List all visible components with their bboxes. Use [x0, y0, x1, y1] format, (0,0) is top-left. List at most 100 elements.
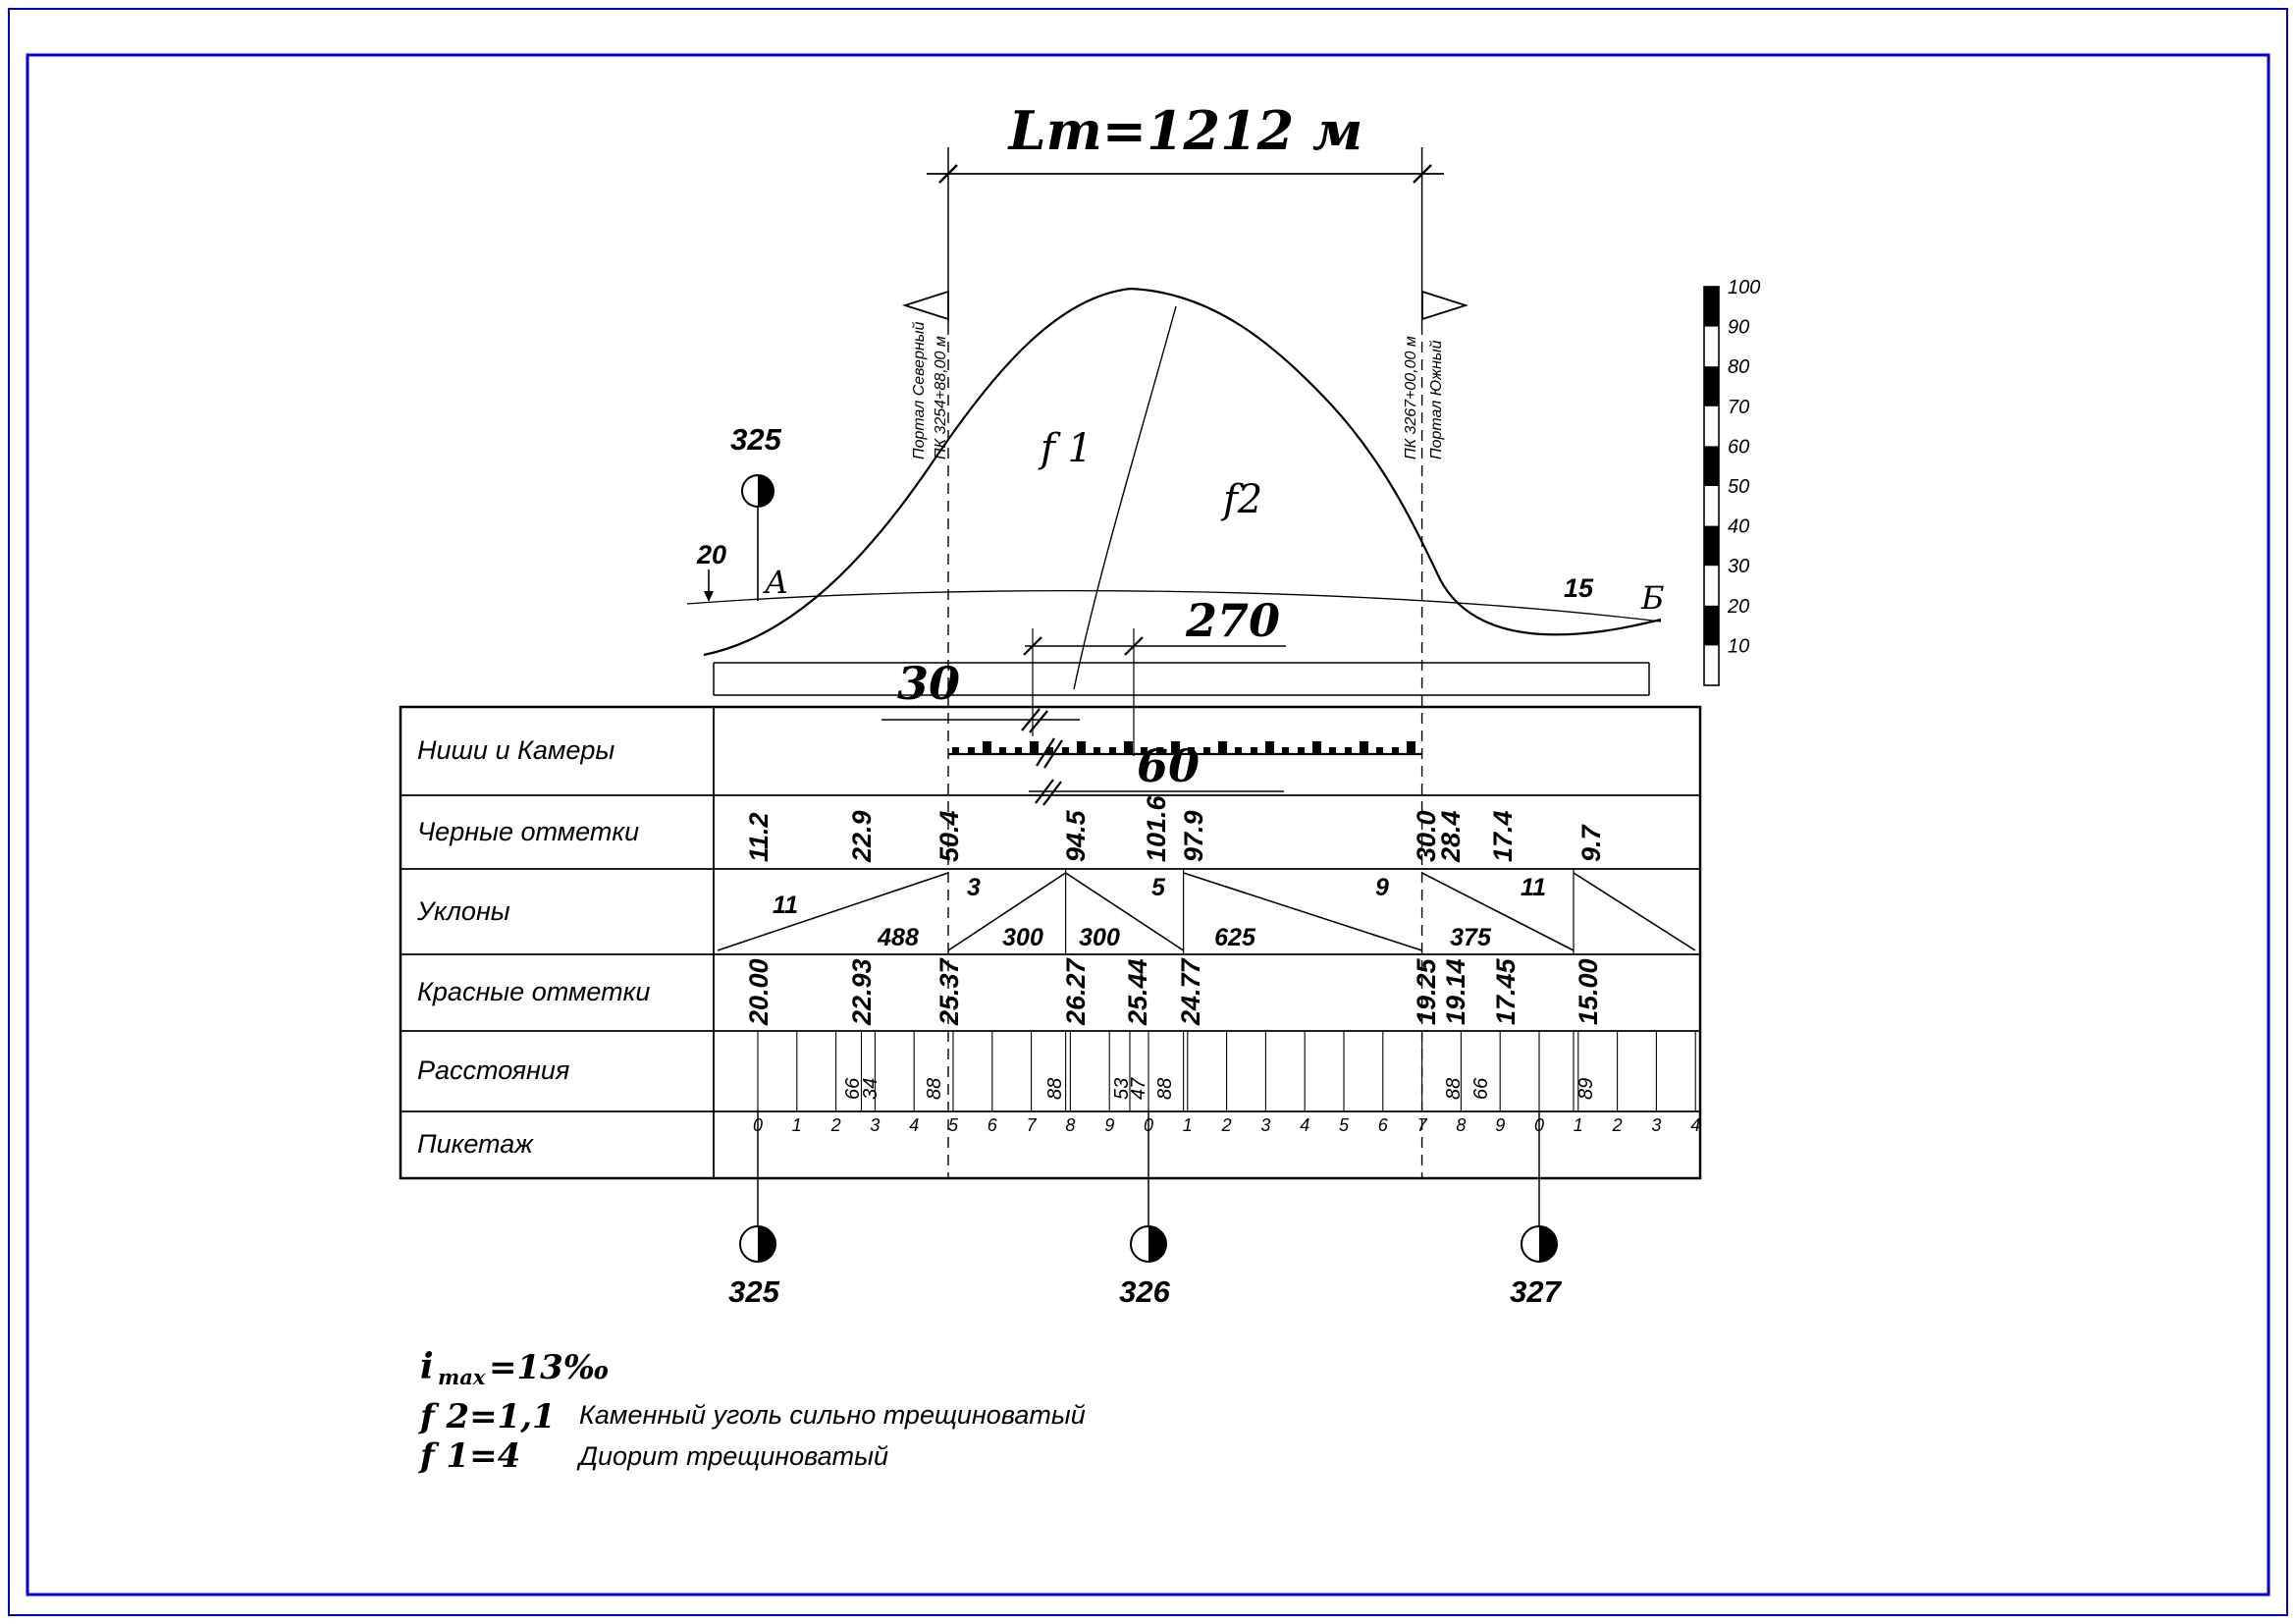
distance-value: 88	[924, 1078, 945, 1100]
gradient-length: 300	[1079, 924, 1120, 951]
dim-270-label: 270	[1185, 594, 1280, 647]
picket-number: 1	[1183, 1115, 1193, 1135]
black-mark-value: 22.9	[847, 810, 877, 863]
black-mark-value: 17.4	[1488, 810, 1518, 862]
red-mark-value: 25.44	[1123, 958, 1152, 1026]
portal-south-flag-icon	[1421, 290, 1468, 321]
gradient-grade: 5	[1151, 874, 1166, 901]
black-mark-value: 11.2	[744, 812, 774, 862]
picket-number: 0	[1534, 1115, 1544, 1135]
km-post-stems	[757, 1111, 1540, 1225]
gradient-length: 300	[1002, 924, 1043, 951]
km-post-label: 325	[728, 1274, 779, 1309]
red-marks: 20.00 22.93 25.37 26.27 25.44 24.77 19.2…	[744, 956, 1603, 1026]
terrain-profile	[686, 287, 1662, 696]
tunnel-length-label: Lm=1212 м	[1007, 99, 1363, 162]
imax-value: =13‰	[489, 1348, 610, 1387]
picket-number: 1	[792, 1115, 802, 1135]
red-mark-value: 22.93	[847, 958, 877, 1026]
picket-tick-lines	[757, 1031, 1696, 1111]
gradient-grade: 3	[967, 874, 981, 901]
picket-number: 2	[1221, 1115, 1232, 1135]
gradient-grade: 9	[1375, 874, 1389, 901]
portal-north-station: ПК 3254+88,00 м	[933, 336, 949, 460]
black-mark-value: 101.6	[1142, 794, 1171, 862]
portal-north-name: Портал Северный	[911, 321, 928, 460]
picket-number: 5	[948, 1115, 959, 1135]
gradient-length: 488	[877, 924, 919, 951]
gradient-diagonals	[717, 872, 1696, 951]
red-mark-value: 25.37	[934, 956, 964, 1026]
distance-value: 88	[1044, 1078, 1066, 1100]
picket-number: 1	[1574, 1115, 1583, 1135]
tunnel-length-dimension: Lm=1212 м	[927, 99, 1444, 184]
geology-zone1-label: f 1	[1038, 426, 1093, 471]
formation-band	[713, 662, 1650, 696]
picket-number: 4	[1690, 1115, 1700, 1135]
scale-label: 80	[1728, 356, 1749, 378]
row-label-red-marks: Красные отметки	[417, 977, 650, 1006]
km-post-label: 327	[1510, 1274, 1562, 1309]
picket-number: 8	[1456, 1115, 1466, 1135]
picket-number: 3	[1651, 1115, 1661, 1135]
baseline-a-b	[686, 589, 1662, 623]
vertical-scale-bar: 100 90 80 70 60 50 40 30 20 10	[1703, 277, 1760, 686]
geology-zone2-label: f2	[1220, 477, 1262, 522]
gradient-values: 11 3 5 9 11 488 300 300 625 375	[773, 874, 1546, 951]
picket-number: 0	[1144, 1115, 1153, 1135]
red-mark-value: 24.77	[1176, 956, 1205, 1026]
picket-number: 0	[753, 1115, 763, 1135]
picket-number: 2	[830, 1115, 841, 1135]
distance-value: 66	[842, 1077, 864, 1100]
f2-description: Каменный уголь сильно трещиноватый	[579, 1400, 1086, 1430]
portal-north: Портал Северный ПК 3254+88,00 м	[902, 147, 949, 1178]
row-label-stationing: Пикетаж	[417, 1129, 534, 1159]
picket-number: 4	[909, 1115, 919, 1135]
geology-boundary-line	[1073, 305, 1177, 690]
km-post-top: 325	[730, 422, 782, 601]
portal-south-station: ПК 3267+00,00 м	[1403, 336, 1419, 460]
red-mark-value: 17.45	[1491, 957, 1521, 1025]
row-label-distances: Расстояния	[417, 1056, 569, 1085]
elevation-right-label: 15	[1564, 573, 1594, 603]
black-mark-value: 50.4	[934, 810, 964, 862]
distance-value: 53	[1111, 1078, 1133, 1100]
red-mark-value: 19.14	[1441, 958, 1470, 1025]
scale-label: 60	[1728, 436, 1749, 458]
scale-label: 70	[1728, 397, 1749, 418]
black-mark-value: 28.4	[1436, 810, 1466, 863]
black-mark-value: 94.5	[1061, 809, 1091, 862]
f1-coefficient: f 1=4	[418, 1436, 520, 1476]
gradient-length: 375	[1450, 924, 1492, 951]
distance-value: 66	[1470, 1077, 1492, 1100]
scale-label: 40	[1728, 516, 1749, 538]
red-mark-value: 20.00	[744, 958, 774, 1026]
picket-number: 8	[1065, 1115, 1075, 1135]
gradient-length: 625	[1214, 924, 1256, 951]
picket-number: 4	[1300, 1115, 1309, 1135]
km-posts-bottom: 325 326 327	[728, 1225, 1563, 1309]
red-mark-value: 26.27	[1061, 956, 1091, 1026]
imax-symbol: i	[420, 1346, 434, 1387]
dim-30-label: 30	[897, 657, 960, 710]
elevation-left-label: 20	[696, 540, 726, 569]
distances-row: 66 34 88 88 53 47 88 88 66 89	[842, 1077, 1597, 1100]
distance-value: 89	[1575, 1078, 1597, 1100]
point-b-label: Б	[1640, 579, 1665, 617]
picket-number: 7	[1027, 1115, 1038, 1135]
km-post-top-label: 325	[730, 422, 781, 457]
scale-label: 100	[1728, 277, 1760, 298]
tunnel-niches-line	[948, 736, 1422, 756]
sheet-frame	[8, 8, 2288, 1616]
red-mark-value: 15.00	[1574, 958, 1603, 1025]
picket-number: 7	[1417, 1115, 1428, 1135]
picket-number: 9	[1104, 1115, 1114, 1135]
gradient-grade: 11	[1521, 874, 1546, 901]
portal-north-flag-icon	[902, 290, 949, 321]
gradient-grade: 11	[773, 892, 798, 919]
scale-label: 10	[1728, 635, 1749, 657]
picket-number: 6	[988, 1115, 998, 1135]
km-post-label: 326	[1119, 1274, 1170, 1309]
dim-60-label: 60	[1137, 739, 1200, 792]
black-mark-value: 9.7	[1576, 823, 1606, 862]
